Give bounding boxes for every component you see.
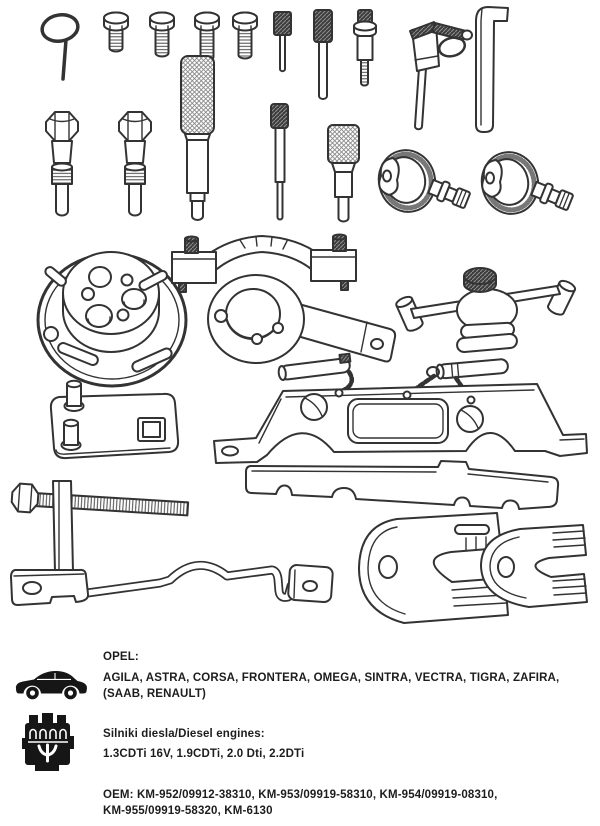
oem-numbers-line1: OEM: KM-952/09912-38310, KM-953/09919-58… bbox=[103, 789, 498, 801]
tool-hex-bolt-3 bbox=[194, 11, 220, 62]
engine-type-heading: Silniki diesla/Diesel engines: bbox=[103, 728, 265, 740]
tool-thumb-knob-lock-1 bbox=[372, 144, 470, 218]
vehicle-models-line1: AGILA, ASTRA, CORSA, FRONTERA, OMEGA, SI… bbox=[103, 672, 560, 684]
oem-numbers-line2: KM-955/09919-58320, KM-6130 bbox=[103, 805, 273, 817]
tool-ring-pull-pin bbox=[40, 13, 80, 81]
tool-camshaft-setting-bridge bbox=[171, 233, 357, 293]
tool-crankshaft-holding-disc bbox=[36, 251, 188, 388]
tool-belt-retaining-strip bbox=[75, 560, 334, 604]
tool-camshaft-locking-rail bbox=[245, 460, 560, 510]
tool-pin-punch bbox=[273, 11, 292, 73]
car-icon bbox=[15, 670, 88, 700]
tool-small-knurled-pin bbox=[270, 103, 289, 221]
engine-icon bbox=[22, 713, 74, 771]
tool-cam-lock-clamp-small bbox=[480, 524, 588, 608]
tool-tensioner-arm-tool bbox=[395, 267, 577, 354]
tool-hex-bolt-2 bbox=[149, 11, 175, 58]
tool-hex-bolt-1 bbox=[103, 11, 129, 53]
tool-knurled-step-pin bbox=[327, 124, 360, 223]
tool-allen-key bbox=[475, 6, 509, 133]
tool-stepped-adapter-pin bbox=[353, 9, 377, 87]
vehicle-models-line2: (SAAB, RENAULT) bbox=[103, 688, 206, 700]
tool-hex-bolt-4 bbox=[232, 11, 258, 60]
engine-list: 1.3CDTi 16V, 1.9CDTi, 2.0 Dti, 2.2DTi bbox=[103, 748, 305, 760]
tool-quick-release-lock-pin bbox=[409, 21, 473, 131]
tool-camshaft-locking-plate bbox=[213, 352, 588, 464]
tool-thumb-knob-lock-2 bbox=[475, 146, 573, 220]
tool-kit-illustration bbox=[10, 6, 588, 624]
tool-tensioner-adjusting-screw-clamp bbox=[10, 480, 190, 606]
tool-pin-bracket-plate bbox=[49, 379, 180, 460]
tool-knurled-pin bbox=[313, 9, 333, 100]
tool-large-knurled-locking-pin bbox=[180, 55, 215, 221]
tool-crankshaft-keyhole-wrench bbox=[207, 274, 397, 364]
tool-cam-lock-clamp-large bbox=[358, 512, 509, 624]
vehicle-brand-heading: OPEL: bbox=[103, 651, 139, 663]
tool-hex-head-locking-pin-1 bbox=[45, 111, 79, 217]
tool-hex-head-locking-pin-2 bbox=[118, 111, 152, 217]
